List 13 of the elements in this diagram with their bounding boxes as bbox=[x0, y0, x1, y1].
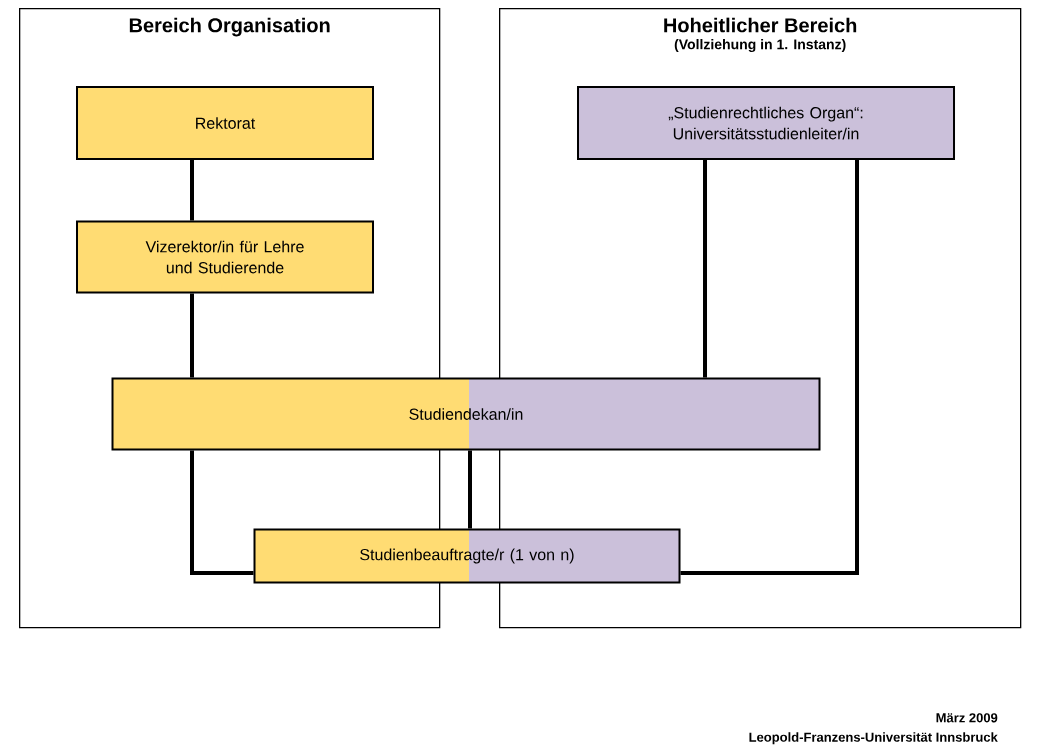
role-box: „Studienrechtliches Organ“: Universitätsstudienleiter/in bbox=[577, 86, 955, 160]
connector-line bbox=[190, 160, 194, 221]
connector-line bbox=[468, 450, 472, 529]
connector-line bbox=[190, 450, 254, 575]
connector-line bbox=[680, 160, 859, 575]
connector-line bbox=[190, 293, 194, 378]
footer-text: Leopold-Franzens-Universität Innsbruck bbox=[749, 732, 998, 745]
role-box: Studiendekan/in bbox=[111, 377, 821, 451]
role-box: Studienbeauftragte/r (1 von n) bbox=[253, 528, 681, 584]
role-box: Rektorat bbox=[76, 86, 374, 160]
connector-line bbox=[703, 160, 707, 378]
footer-text: März 2009 bbox=[936, 713, 998, 723]
role-box: Vizerektor/in für Lehre und Studierende bbox=[76, 220, 374, 294]
